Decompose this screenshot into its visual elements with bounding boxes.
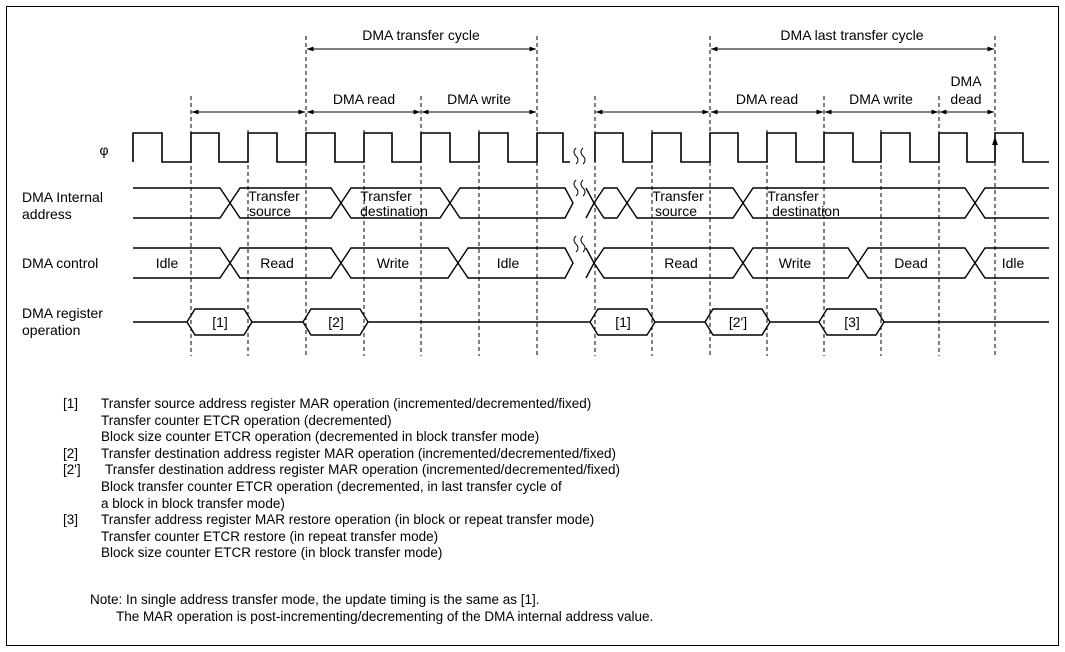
note-text: Transfer address register MAR restore op…	[101, 512, 595, 528]
phi-label: φ	[99, 142, 108, 158]
note-tag: [1]	[63, 396, 79, 411]
note-text: Block transfer counter ETCR operation (d…	[101, 478, 562, 494]
note-text: Transfer counter ETCR operation (decreme…	[101, 412, 392, 428]
control-idle-1: Idle	[156, 255, 179, 271]
dma-transfer-cycle-label: DMA transfer cycle	[362, 27, 480, 43]
dma-dead-label-line1: DMA	[950, 73, 982, 89]
internal-address-label-line1: DMA Internal	[22, 189, 103, 205]
register-op-2: [2]	[328, 314, 344, 330]
internal-address-bus	[133, 187, 1049, 219]
register-operation-signal	[133, 308, 1049, 336]
transfer-destination-1-line1: Transfer	[360, 188, 412, 204]
transfer-source-2-line2: source	[655, 203, 697, 219]
footnote-line2: The MAR operation is post-incrementing/d…	[116, 608, 654, 624]
register-op-5: [3]	[844, 314, 860, 330]
dma-timing-diagram: DMA transfer cycle DMA last transfer cyc…	[22, 27, 1049, 356]
transfer-destination-1-line2: destination	[360, 203, 428, 219]
control-write-1: Write	[377, 255, 410, 271]
guide-lines	[190, 36, 996, 356]
register-op-label-line1: DMA register	[22, 305, 103, 321]
note-text: Block size counter ETCR restore (in bloc…	[101, 545, 443, 561]
register-op-label-line2: operation	[22, 322, 80, 338]
dma-last-transfer-cycle-label: DMA last transfer cycle	[780, 27, 923, 43]
dma-write-label-2: DMA write	[849, 91, 913, 107]
footnote: Note: In single address transfer mode, t…	[90, 592, 653, 625]
register-op-4: [2']	[729, 314, 747, 330]
transfer-source-1-line1: Transfer	[248, 188, 300, 204]
cycle-arrows	[191, 46, 995, 115]
control-write-2: Write	[779, 255, 812, 271]
control-read-2: Read	[664, 255, 697, 271]
transfer-source-2-line1: Transfer	[652, 188, 704, 204]
dma-read-label-2: DMA read	[736, 91, 798, 107]
note-text: Transfer destination address register MA…	[101, 445, 616, 461]
note-text: Block size counter ETCR operation (decre…	[101, 429, 540, 445]
control-bus	[133, 247, 1049, 279]
dma-write-label-1: DMA write	[447, 91, 511, 107]
control-dead: Dead	[894, 255, 927, 271]
note-tag: [2]	[63, 445, 79, 461]
dma-read-label-1: DMA read	[333, 91, 395, 107]
control-read-1: Read	[260, 255, 293, 271]
note-text: Transfer source address register MAR ope…	[101, 396, 592, 411]
break-markers	[573, 147, 586, 253]
control-idle-2: Idle	[497, 255, 520, 271]
note-tag: [3]	[63, 512, 79, 528]
control-label: DMA control	[22, 255, 98, 271]
internal-address-label-line2: address	[22, 206, 72, 222]
register-op-1: [1]	[212, 314, 228, 330]
clock-waveform	[132, 132, 1049, 163]
note-text: Transfer counter ETCR restore (in repeat…	[101, 528, 439, 544]
register-op-3: [1]	[615, 314, 631, 330]
control-idle-3: Idle	[1002, 255, 1025, 271]
footnote-line1: Note: In single address transfer mode, t…	[90, 592, 540, 607]
note-text: a block in block transfer mode)	[101, 495, 285, 511]
transfer-destination-2-line2: destination	[772, 203, 840, 219]
note-text: Transfer destination address register MA…	[105, 462, 620, 478]
transfer-destination-2-line1: Transfer	[767, 188, 819, 204]
note-tag: [2']	[63, 462, 81, 478]
dma-dead-label-line2: dead	[950, 91, 981, 107]
transfer-source-1-line2: source	[249, 203, 291, 219]
